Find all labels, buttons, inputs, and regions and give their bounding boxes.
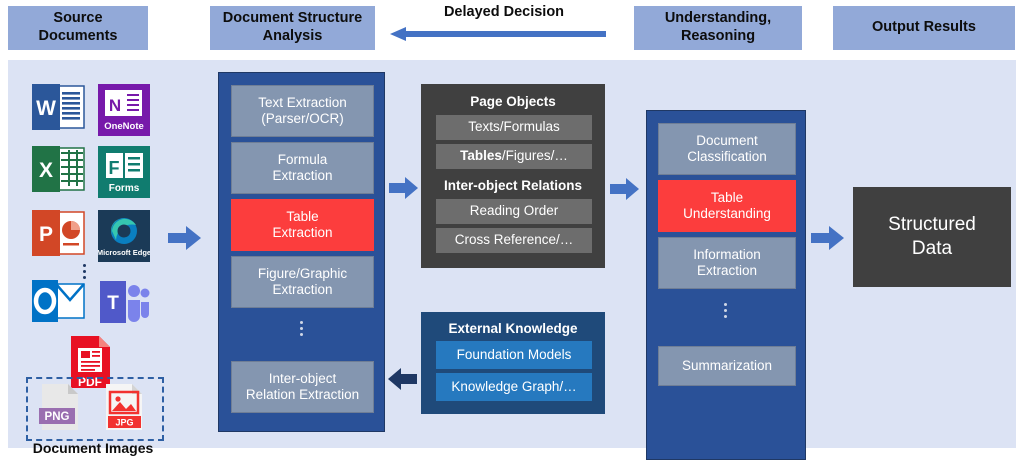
word-icon: W: [32, 84, 85, 130]
chip-knowledge-graph-label: Knowledge Graph/…: [451, 378, 577, 394]
header-understanding-reasoning: Understanding,Reasoning: [634, 6, 802, 50]
external-knowledge-panel: External Knowledge Foundation Models Kno…: [421, 312, 605, 414]
source-documents-icon-group: W N OneNote X: [18, 82, 164, 456]
document-images-label: Document Images: [32, 440, 154, 456]
svg-text:N: N: [109, 96, 121, 115]
external-knowledge-title: External Knowledge: [448, 320, 578, 336]
forms-icon: F Forms: [98, 146, 150, 198]
arrow-external-knowledge-to-dsa-icon: [388, 368, 417, 390]
chip-foundation-models[interactable]: Foundation Models: [436, 341, 592, 369]
inter-object-relations-title: Inter-object Relations: [443, 177, 583, 193]
svg-text:Microsoft Edge: Microsoft Edge: [98, 248, 150, 257]
svg-text:JPG: JPG: [115, 418, 133, 428]
svg-text:F: F: [109, 158, 120, 178]
chip-reading-order-label: Reading Order: [469, 203, 559, 219]
excel-icon: X: [32, 146, 85, 192]
chip-foundation-models-label: Foundation Models: [456, 346, 572, 362]
chip-summarization-label: Summarization: [681, 357, 773, 373]
chip-tables-figures-label: Tables/Figures/…: [460, 148, 568, 164]
svg-text:OneNote: OneNote: [104, 121, 144, 132]
arrow-page-objects-to-understanding-icon: [610, 178, 639, 200]
onenote-icon: N OneNote: [98, 84, 150, 136]
powerpoint-icon: P: [32, 210, 85, 256]
arrow-source-to-dsa-icon: [168, 226, 201, 250]
document-images-group-box: [26, 377, 164, 441]
svg-text:P: P: [39, 223, 53, 246]
chip-cross-reference-label: Cross Reference/…: [454, 232, 574, 248]
jpg-icon: JPG: [106, 384, 142, 430]
svg-text:T: T: [107, 293, 119, 314]
outlook-icon: [32, 280, 85, 322]
chip-reading-order[interactable]: Reading Order: [436, 199, 592, 224]
svg-text:PNG: PNG: [45, 411, 70, 423]
svg-text:W: W: [36, 97, 56, 120]
chip-knowledge-graph[interactable]: Knowledge Graph/…: [436, 373, 592, 401]
png-icon: PNG: [39, 384, 78, 430]
svg-text:Forms: Forms: [109, 183, 140, 194]
svg-text:X: X: [39, 159, 53, 182]
dsa-panel-ellipsis: [300, 321, 303, 336]
understanding-panel-ellipsis: [724, 303, 727, 318]
chip-texts-formulas[interactable]: Texts/Formulas: [436, 115, 592, 140]
arrow-understanding-to-output-icon: [811, 226, 844, 250]
edge-icon: Microsoft Edge: [98, 210, 150, 262]
chip-cross-reference[interactable]: Cross Reference/…: [436, 228, 592, 253]
chip-text-extraction-label: Text Extraction(Parser/OCR): [258, 94, 347, 126]
header-understanding-reasoning-label: Understanding,Reasoning: [664, 10, 772, 44]
chip-texts-formulas-label: Texts/Formulas: [468, 119, 560, 135]
page-objects-title: Page Objects: [470, 93, 556, 109]
source-documents-ellipsis: [83, 264, 86, 279]
delayed-decision-arrow-icon: [390, 27, 606, 41]
chip-text-extraction[interactable]: Text Extraction(Parser/OCR): [231, 85, 374, 137]
delayed-decision-label: Delayed Decision: [443, 4, 565, 20]
header-output-results: Output Results: [833, 6, 1015, 50]
chip-tables-figures[interactable]: Tables/Figures/…: [436, 144, 592, 169]
arrow-dsa-to-page-objects-icon: [389, 177, 418, 199]
header-output-results-label: Output Results: [872, 19, 976, 36]
page-objects-panel: Page Objects Texts/Formulas Tables/Figur…: [421, 84, 605, 268]
diagram-canvas: W N OneNote X: [8, 60, 1016, 460]
teams-icon: T: [100, 281, 150, 323]
chip-summarization[interactable]: Summarization: [658, 346, 796, 386]
